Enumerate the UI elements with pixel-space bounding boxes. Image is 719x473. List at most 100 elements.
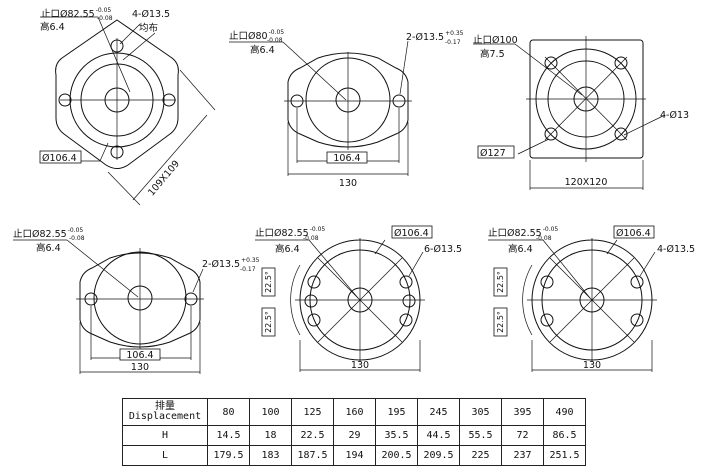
table-cell: 14.5 — [207, 425, 250, 446]
pilot-tolerance-lower: -0.08 — [69, 235, 85, 242]
table-cell: 35.5 — [375, 425, 418, 446]
holes-tolerance-lower: -0.17 — [445, 39, 461, 46]
bolt-circle-label: Ø127 — [480, 148, 506, 159]
table-cell: 44.5 — [417, 425, 460, 446]
header-en: Displacement — [128, 411, 202, 422]
bolt-circle-box — [39, 150, 82, 164]
view-6-round-flange-four-holes: 止口Ø82.55-0.05 -0.08 高6.4 Ø106.4 4-Ø13.5 … — [488, 225, 695, 372]
height-label: 高6.4 — [508, 243, 533, 255]
extension-line — [179, 69, 216, 111]
table-cell: 55.5 — [459, 425, 502, 446]
leader — [192, 268, 204, 293]
table-cell: 200.5 — [375, 445, 418, 466]
leader — [97, 16, 131, 93]
table-cell: 209.5 — [417, 445, 460, 466]
center-line — [544, 56, 628, 141]
view-2-two-bolt-flange-pilot-80: 止口Ø80-0.05 -0.08 高6.4 2-Ø13.5+0.35 -0.17… — [229, 29, 464, 189]
dimension-line-109 — [132, 114, 208, 201]
bolt-hole — [307, 313, 321, 327]
holes-label: 6-Ø13.5 — [424, 244, 462, 255]
leader — [399, 40, 409, 95]
table-cell: 490 — [543, 398, 586, 426]
table-cell: 251.5 — [543, 445, 586, 466]
angle-box-top — [493, 267, 508, 297]
height-label: 高7.5 — [480, 48, 505, 60]
bolt-hole — [540, 275, 554, 289]
width-label: 130 — [351, 360, 369, 371]
bolt-hole — [614, 127, 628, 141]
view-3-square-flange-120: 止口Ø100 高7.5 4-Ø13 Ø127 120X120 — [473, 34, 689, 190]
height-label: 高6.4 — [36, 242, 61, 254]
table-cell: 237 — [501, 445, 544, 466]
leader — [374, 239, 386, 255]
leader — [122, 32, 156, 61]
holes-label: 2-Ø13.5+0.35 — [202, 257, 260, 270]
bolt-circle-label: Ø106.4 — [616, 228, 651, 239]
flange-size-label: 120X120 — [565, 177, 608, 188]
leader — [623, 114, 666, 136]
pilot-label: 止口Ø80-0.05 — [229, 29, 284, 42]
holes-label: 4-Ø13.5 — [657, 244, 695, 255]
center-line — [549, 257, 635, 343]
table-cell: 395 — [501, 398, 544, 426]
angle-arc — [522, 264, 533, 336]
angle-box-top — [261, 267, 276, 297]
table-cell: 22.5 — [291, 425, 334, 446]
table-cell: 187.5 — [291, 445, 334, 466]
bolt-hole — [630, 275, 644, 289]
bolt-hole — [544, 56, 558, 70]
table-cell: 160 — [333, 398, 376, 426]
leader — [308, 239, 359, 299]
pilot-tolerance-lower: -0.08 — [267, 37, 283, 44]
bolt-circle-box — [391, 225, 433, 239]
leader — [282, 41, 347, 101]
table-cell: 18 — [249, 425, 292, 446]
leader — [639, 251, 656, 277]
view-5-round-flange-six-holes: 止口Ø82.55-0.05 -0.08 高6.4 Ø106.4 6-Ø13.5 … — [255, 225, 462, 372]
bolt-circle-box — [613, 225, 655, 239]
pilot-tolerance-lower: -0.08 — [536, 235, 552, 242]
bolt-circle-label: Ø106.4 — [42, 153, 77, 164]
bolt-hole — [630, 313, 644, 327]
height-label: 高6.4 — [250, 44, 275, 56]
pilot-label: 止口Ø82.55-0.05 — [41, 7, 111, 20]
bolt-circle-box — [326, 151, 368, 164]
bolt-circle-box — [119, 348, 161, 361]
bolt-hole — [307, 275, 321, 289]
holes-label: 4-Ø13 — [660, 110, 689, 121]
table-row: L 179.5 183 187.5 194 200.5 209.5 225 23… — [122, 445, 586, 466]
leader — [119, 23, 141, 45]
leader — [99, 142, 109, 162]
table-cell: 80 — [207, 398, 250, 426]
table-cell: 29 — [333, 425, 376, 446]
table-cell: 86.5 — [543, 425, 586, 446]
width-label: 130 — [339, 178, 357, 189]
angle-label-top: 22.5° — [496, 271, 505, 293]
holes-tolerance-lower: -0.17 — [240, 266, 256, 273]
holes-label: 4-Ø13.5 — [132, 9, 170, 20]
table-cell: 305 — [459, 398, 502, 426]
table-cell: 245 — [417, 398, 460, 426]
table-row-label: H — [122, 425, 208, 446]
pilot-label: 止口Ø100 — [473, 34, 518, 46]
bolt-hole — [399, 275, 413, 289]
view-4-two-bolt-flange-pilot-82-55: 止口Ø82.55-0.05 -0.08 高6.4 2-Ø13.5+0.35 -0… — [13, 227, 260, 374]
table-cell: 125 — [291, 398, 334, 426]
bolt-circle-label: 106.4 — [333, 153, 360, 164]
table-cell: 194 — [333, 445, 376, 466]
angle-arc — [290, 264, 301, 336]
bolt-hole — [304, 294, 318, 308]
bolt-hole — [540, 313, 554, 327]
bolt-circle-box — [477, 145, 515, 159]
angle-label-top: 22.5° — [264, 271, 273, 293]
bolt-hole — [402, 294, 416, 308]
pilot-tolerance-lower: -0.08 — [303, 235, 319, 242]
angle-box-bottom — [493, 307, 508, 337]
table-cell: 100 — [249, 398, 292, 426]
bolt-hole — [399, 313, 413, 327]
leader — [514, 43, 583, 96]
extension-line — [107, 171, 141, 206]
